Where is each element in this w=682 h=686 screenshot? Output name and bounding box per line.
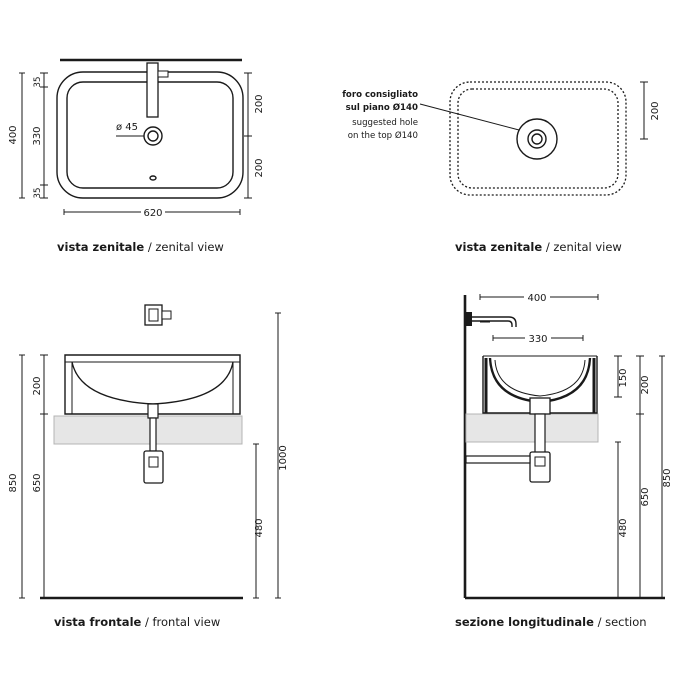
dim-counter-section-label: 850 (662, 468, 673, 487)
note-it-line1: foro consigliato (342, 90, 418, 100)
dim-trap-label: 650 (32, 473, 43, 492)
overflow-hole (149, 175, 157, 181)
dim-offset-label: 200 (650, 101, 661, 120)
shelf (53, 415, 243, 445)
drain-pipe (149, 417, 157, 452)
basin-dashed-inner (457, 88, 619, 189)
suggested-hole-inner (531, 133, 543, 145)
basin-dashed-outer (449, 81, 627, 196)
caption-zenital-right: vista zenitale / zenital view (455, 240, 622, 254)
spout (472, 316, 517, 327)
dim-spout-reach-label: 400 (527, 293, 546, 304)
tap-lever (157, 70, 169, 78)
zenital-view-left: ø 45 400 35 330 35 200 200 620 vista zen… (8, 58, 265, 254)
caption-zenital-left: vista zenitale / zenital view (57, 240, 224, 254)
dim-width-label: 620 (143, 208, 162, 219)
drain-section (529, 397, 551, 415)
dim-shelf-bottom-label: 480 (254, 518, 265, 537)
section-view: 400 330 150 200 480 (455, 291, 673, 629)
dim-bowl-depth-label: 150 (618, 368, 629, 387)
dim-back-half-label: 200 (254, 94, 265, 113)
hole-leader (419, 103, 520, 131)
drain-inner (147, 130, 159, 142)
zenital-view-right: foro consigliato sul piano Ø140 suggeste… (342, 81, 661, 254)
suggested-hole-mid (527, 129, 547, 149)
note-it-line2: sul piano Ø140 (346, 102, 418, 113)
dim-front-half-label: 200 (254, 158, 265, 177)
dim-tap-height-label: 1000 (278, 445, 289, 470)
drain-diameter-label: ø 45 (116, 122, 138, 133)
basin-front (64, 354, 241, 415)
dim-shelf-bottom-section-label: 480 (618, 518, 629, 537)
dim-trap-section-label: 650 (640, 487, 651, 506)
dim-inner-label: 330 (32, 126, 43, 145)
note-en-line1: suggested hole (352, 118, 418, 128)
dim-bowl-height-section-label: 200 (640, 375, 651, 394)
dim-bowl-inner-label: 330 (528, 334, 547, 345)
note-en-line2: on the top Ø140 (348, 130, 418, 141)
suggested-hole-outer (516, 118, 558, 160)
dim-bowl-height-label: 200 (32, 376, 43, 395)
tap-spout (146, 62, 159, 118)
dim-depth-label: 400 (8, 125, 19, 144)
wall-tap-lever (161, 310, 172, 320)
caption-frontal: vista frontale / frontal view (54, 615, 220, 629)
shelf-section (465, 413, 599, 443)
caption-section: sezione longitudinale / section (455, 615, 647, 629)
dim-bottom-margin-label: 35 (33, 188, 43, 199)
wall-tap-plate (466, 312, 472, 326)
dim-top-margin-label: 35 (33, 77, 43, 88)
frontal-view: 850 200 650 480 1000 vista frontale / fr… (8, 304, 289, 629)
dim-counter-label: 850 (8, 473, 19, 492)
waste-pipe (465, 455, 531, 464)
drain-neck (147, 403, 159, 419)
